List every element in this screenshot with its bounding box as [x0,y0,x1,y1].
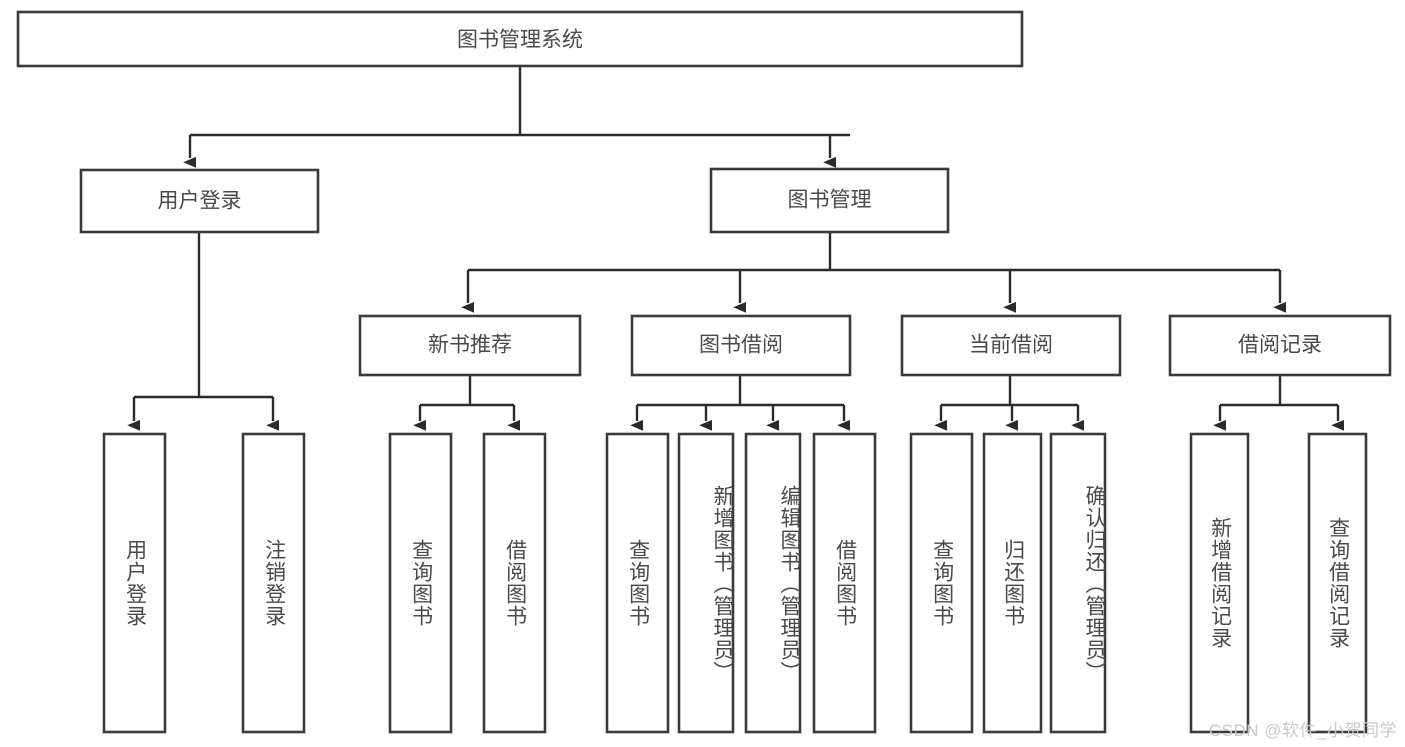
leaf-box-confirm-return[interactable] [1049,432,1107,734]
leaf-box-edit-book[interactable] [744,432,802,734]
node-user-login[interactable]: 用户登录 [79,168,320,234]
edge-group-current-borrow-to-leaves [934,375,1085,431]
csdn-watermark: CSDN @软件_小贺同学 [1208,721,1397,740]
node-borrow-record[interactable]: 借阅记录 [1168,314,1392,377]
leaf-box-query-book-2[interactable] [605,432,670,734]
node-new-book-recommend-label: 新书推荐 [428,334,512,357]
node-book-management[interactable]: 图书管理 [709,167,950,234]
edge-group-user-login-to-leaves [127,232,280,431]
leaf-box-logout[interactable] [241,432,306,734]
node-borrow-record-box[interactable] [1168,314,1392,377]
edge-group-root-to-level2 [183,66,850,168]
leaf-box-user-login[interactable] [102,432,167,734]
node-new-book-recommend[interactable]: 新书推荐 [358,314,582,377]
leaf-box-add-book[interactable] [677,432,735,734]
node-book-management-box[interactable] [709,167,950,234]
leaf-box-return-book[interactable] [982,432,1043,734]
node-root-box[interactable] [16,10,1024,68]
leaf-box-query-book-3[interactable] [909,432,974,734]
edge-group-book-mgmt-to-level3 [461,232,1287,313]
node-current-borrow-box[interactable] [900,314,1122,377]
node-user-login-box[interactable] [79,168,320,234]
node-user-login-label: 用户登录 [158,190,242,213]
node-new-book-recommend-box[interactable] [358,314,582,377]
leaf-box-borrow-book-1[interactable] [482,432,547,734]
edge-group-book-borrow-to-leaves [630,375,851,431]
edge-group-new-book-rec-to-leaves [413,375,521,431]
node-book-borrow-box[interactable] [630,314,852,377]
node-current-borrow[interactable]: 当前借阅 [900,314,1122,377]
node-book-borrow-label: 图书借阅 [699,334,783,357]
node-root-label: 图书管理系统 [457,29,583,52]
node-book-borrow[interactable]: 图书借阅 [630,314,852,377]
leaf-box-query-record[interactable] [1307,432,1368,734]
leaf-box-borrow-book-2[interactable] [812,432,877,734]
node-book-management-label: 图书管理 [788,189,872,212]
node-borrow-record-label: 借阅记录 [1238,334,1322,357]
node-root[interactable]: 图书管理系统 [16,10,1024,68]
edge-group-borrow-record-to-leaves [1213,375,1345,431]
leaf-boxes [102,432,1368,734]
leaf-box-add-record[interactable] [1189,432,1250,734]
leaf-box-query-book-1[interactable] [388,432,453,734]
node-current-borrow-label: 当前借阅 [969,334,1053,357]
